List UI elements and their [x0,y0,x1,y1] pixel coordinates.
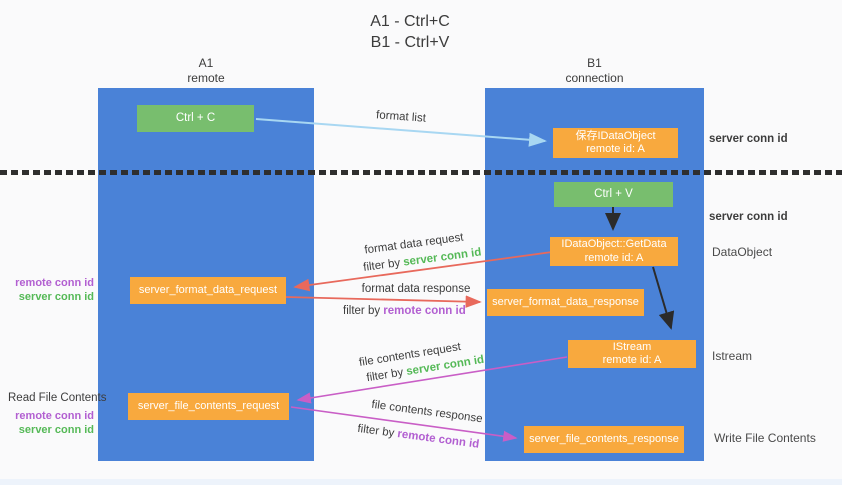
node-save-idataobject-line1: 保存IDataObject [575,129,656,142]
dotted-divider [0,170,842,175]
node-save-idataobject: 保存IDataObject remote id: A [553,128,678,158]
node-getdata-line1: IDataObject::GetData [561,238,667,250]
conn-id-stack-file: remote conn id server conn id [14,409,94,437]
label-write-file-contents: Write File Contents [714,431,816,445]
node-istream-line2: remote id: A [602,354,662,366]
filter-by-text: filter by [343,305,384,317]
node-server-format-data-response: server_format_data_response [487,289,644,316]
node-server-format-data-request: server_format_data_request [130,277,286,304]
node-getdata-line2: remote id: A [584,251,644,264]
node-istream: IStream remote id: A [568,340,696,368]
filter-by-text: filter by [365,366,408,385]
remote-conn-id-label: remote conn id [15,277,94,289]
title-line-2: B1 - Ctrl+V [370,34,450,51]
node-ctrl-v: Ctrl + V [554,182,673,207]
server-conn-id-label: server conn id [18,291,94,303]
node-idataobject-getdata: IDataObject::GetData remote id: A [550,237,678,266]
label-filter-by-remote-conn-id-1: filter by remote conn id [330,293,466,329]
remote-conn-id-text: remote conn id [383,305,466,317]
page-title: A1 - Ctrl+C B1 - Ctrl+V [0,11,820,53]
label-filter-by-server-conn-id-1: filter by server conn id [348,235,483,288]
server-conn-id-text: server conn id [402,246,483,269]
lifeline-b1-role: connection [565,71,624,85]
server-conn-id-label: server conn id [18,424,94,436]
node-server-file-contents-response: server_file_contents_response [524,426,684,453]
label-read-file-contents: Read File Contents [8,392,107,404]
node-ctrl-c: Ctrl + C [137,105,254,132]
node-server-file-contents-request: server_file_contents_request [128,393,289,420]
conn-id-stack-format: remote conn id server conn id [14,276,94,304]
filter-by-text: filter by [356,422,399,441]
node-istream-line1: IStream [612,340,652,353]
node-save-idataobject-line2: remote id: A [586,143,645,155]
label-format-list: format list [375,109,427,125]
lifeline-b1-name: B1 [587,56,602,70]
label-server-conn-id-mid-right: server conn id [709,211,788,223]
label-server-conn-id-top-right: server conn id [709,133,788,145]
bottom-strip [0,479,842,485]
label-istream: Istream [712,349,753,363]
remote-conn-id-text: remote conn id [396,428,480,451]
server-conn-id-text: server conn id [405,353,485,378]
label-dataobject: DataObject [712,245,773,259]
filter-by-text: filter by [362,256,405,274]
lifeline-header-a1: A1 remote [98,56,314,86]
lifeline-header-b1: B1 connection [485,56,704,86]
lifeline-a1-role: remote [187,71,225,85]
lifeline-a1-name: A1 [198,56,214,70]
label-format-data-response: format data response [361,283,471,295]
title-line-1: A1 - Ctrl+C [370,13,450,30]
remote-conn-id-label: remote conn id [15,410,94,422]
